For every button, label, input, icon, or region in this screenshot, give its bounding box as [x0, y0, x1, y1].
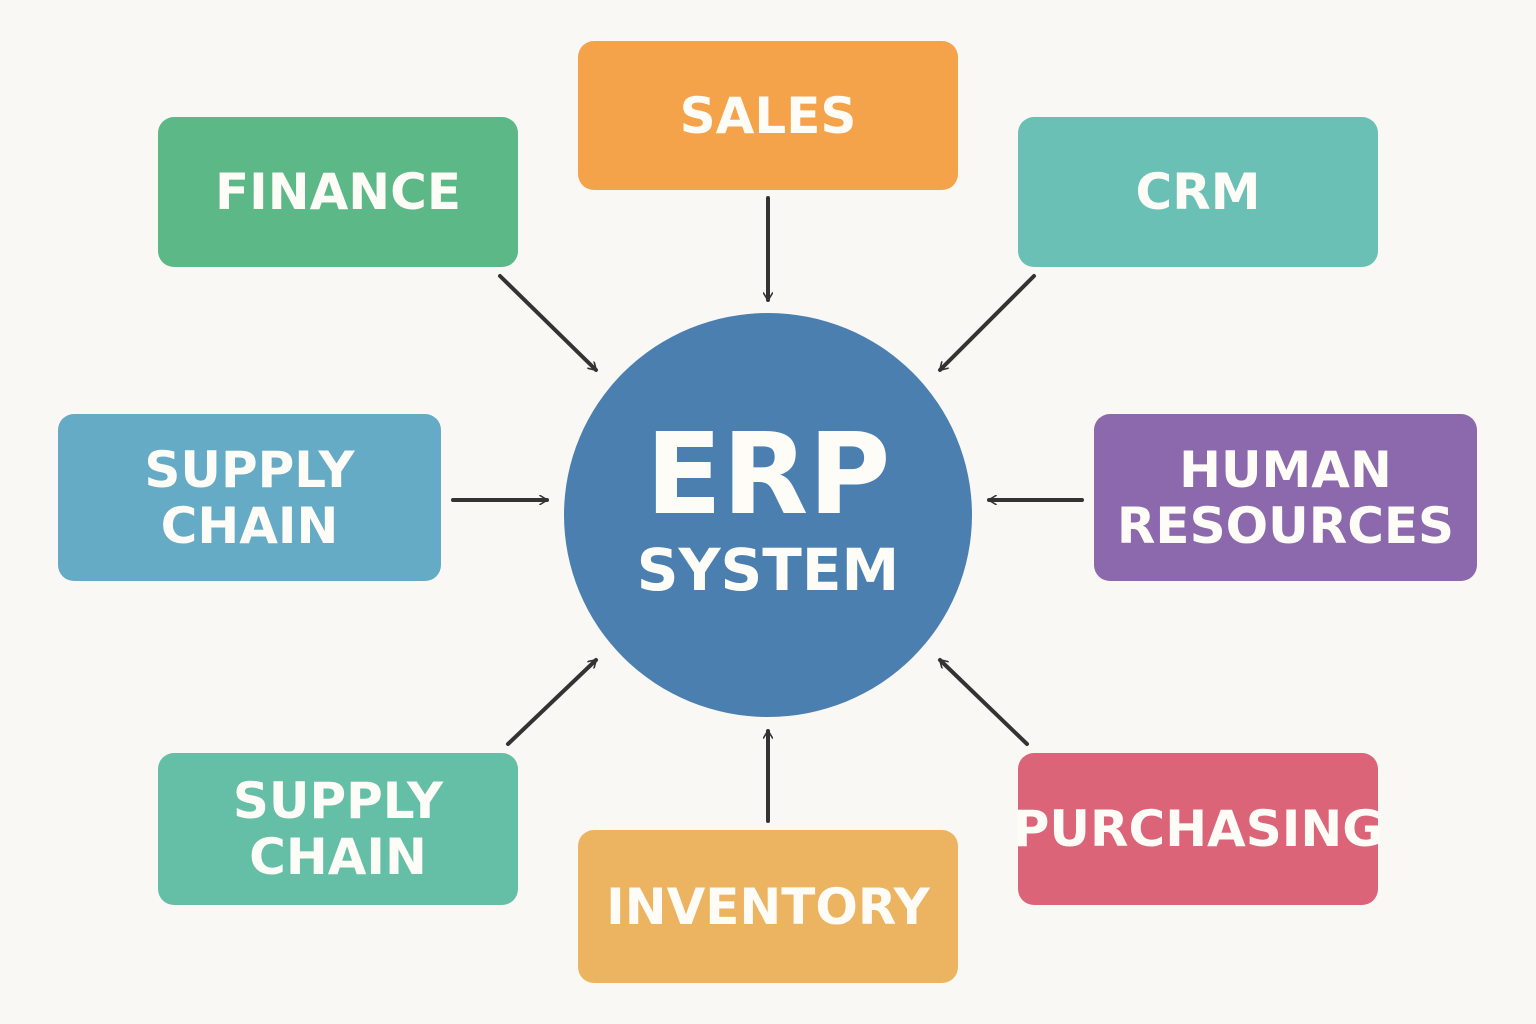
arrow-crm-to-hub [938, 274, 1036, 372]
arrow-supply-chain-bottom-to-hub [506, 658, 598, 746]
arrow-finance-to-hub [498, 274, 598, 372]
module-purchasing: PURCHASING [1013, 753, 1383, 905]
hub-title: ERP [645, 410, 891, 540]
module-human-resources: HUMAN RESOURCES [1094, 414, 1477, 581]
arrow-purchasing-to-hub [938, 658, 1029, 746]
module-inventory: INVENTORY [578, 830, 958, 983]
module-finance: FINANCE [158, 117, 518, 267]
module-supply-chain-left: SUPPLY CHAIN [58, 414, 441, 581]
module-crm: CRM [1018, 117, 1378, 267]
module-sales: SALES [578, 41, 958, 190]
erp-system-hub: ERP SYSTEM [564, 313, 972, 717]
hub-subtitle: SYSTEM [636, 536, 900, 604]
module-supply-chain-bottom: SUPPLY CHAIN [158, 753, 518, 905]
